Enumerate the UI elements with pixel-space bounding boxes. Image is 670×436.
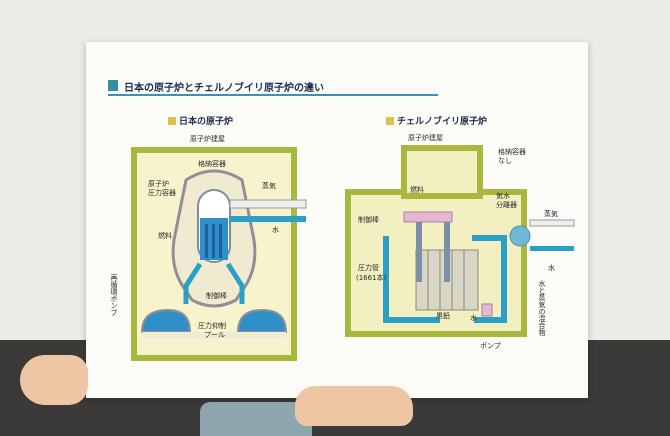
chernobyl-building-top <box>401 145 483 199</box>
chernobyl-control-rod-label: 制御棒 <box>358 216 379 224</box>
chernobyl-steam-separator <box>509 225 531 247</box>
japan-heading-marker <box>168 117 176 125</box>
japan-heading-text: 日本の原子炉 <box>179 117 234 127</box>
japan-fuel-label: 燃料 <box>158 232 172 240</box>
japan-reactor-diagram <box>131 147 307 361</box>
chernobyl-loop-right <box>472 235 507 323</box>
chernobyl-fuel-channel-2 <box>444 222 450 282</box>
japan-suppression-label-1: 圧力抑制 <box>198 322 226 330</box>
chernobyl-loop-left <box>383 236 440 323</box>
title-marker <box>108 80 118 91</box>
reactor-diagrams <box>131 145 575 361</box>
chernobyl-pressure-tube-label: 圧力管 <box>358 264 379 272</box>
poster-board: 日本の原子炉とチェルノブイリ原子炉の違い 日本の原子炉 チェルノブイリ原子炉 <box>86 42 588 398</box>
chernobyl-graphite-label: 黒鉛 <box>436 312 450 320</box>
japan-control-rod-label: 制御棒 <box>206 292 227 300</box>
chernobyl-fuel-label: 燃料 <box>410 186 424 194</box>
chernobyl-heading-text: チェルノブイリ原子炉 <box>397 117 488 127</box>
japan-heading: 日本の原子炉 <box>168 114 233 127</box>
japan-recirc-loop-left <box>183 262 203 304</box>
left-hand <box>20 355 88 405</box>
japan-core-rod-2 <box>212 224 215 258</box>
chernobyl-heading-marker <box>386 117 394 125</box>
japan-recirc-pump-label: 再循環ポンプ <box>110 274 118 316</box>
chernobyl-steam-label: 蒸気 <box>544 210 558 218</box>
poster-title: 日本の原子炉とチェルノブイリ原子炉の違い <box>124 83 324 94</box>
chernobyl-containment-label-1: 格納容器 <box>498 148 526 156</box>
chernobyl-containment-label-2: なし <box>498 157 512 165</box>
chernobyl-water-small-label: 水 <box>470 314 477 322</box>
chernobyl-reactor-diagram <box>345 145 575 337</box>
chernobyl-mixture-label: 水と蒸気の混合物 <box>538 280 546 336</box>
chernobyl-separator-label-1: 気水 <box>496 192 510 200</box>
japan-core-rod-1 <box>205 224 208 258</box>
japan-water-pipe <box>230 216 306 222</box>
japan-vessel-label-2: 圧力容器 <box>148 189 176 197</box>
japan-containment-label: 格納容器 <box>198 160 226 168</box>
japan-core-rod-3 <box>219 224 222 258</box>
poster-title-bar: 日本の原子炉とチェルノブイリ原子炉の違い <box>108 78 438 96</box>
chernobyl-refuel-bar <box>403 211 453 223</box>
japan-steam-pipe <box>229 199 307 209</box>
japan-recirc-loop-right <box>225 262 245 304</box>
chernobyl-steam-pipe <box>529 219 575 227</box>
japan-suppression-right <box>236 308 288 333</box>
chernobyl-heading: チェルノブイリ原子炉 <box>386 114 487 127</box>
japan-vessel-label-1: 原子炉 <box>148 180 169 188</box>
japan-water-label: 水 <box>272 226 279 234</box>
chernobyl-water-label: 水 <box>548 264 555 272</box>
chernobyl-pump <box>481 303 493 317</box>
chernobyl-building-label: 原子炉建屋 <box>408 134 443 142</box>
chernobyl-tube-count-label: (1661本) <box>356 274 387 282</box>
chernobyl-separator-label-2: 分離器 <box>496 201 517 209</box>
chernobyl-pump-label: ポンプ <box>480 342 501 350</box>
japan-steam-label: 蒸気 <box>262 182 276 190</box>
japan-suppression-base <box>142 332 286 338</box>
chernobyl-fuel-channel-1 <box>416 222 422 282</box>
chernobyl-water-pipe <box>530 246 574 251</box>
japan-building-label: 原子炉建屋 <box>190 135 225 143</box>
japan-suppression-left <box>140 308 192 333</box>
japan-suppression-label-2: プール <box>204 331 225 339</box>
right-hand <box>295 386 413 426</box>
sleeve <box>200 402 312 436</box>
